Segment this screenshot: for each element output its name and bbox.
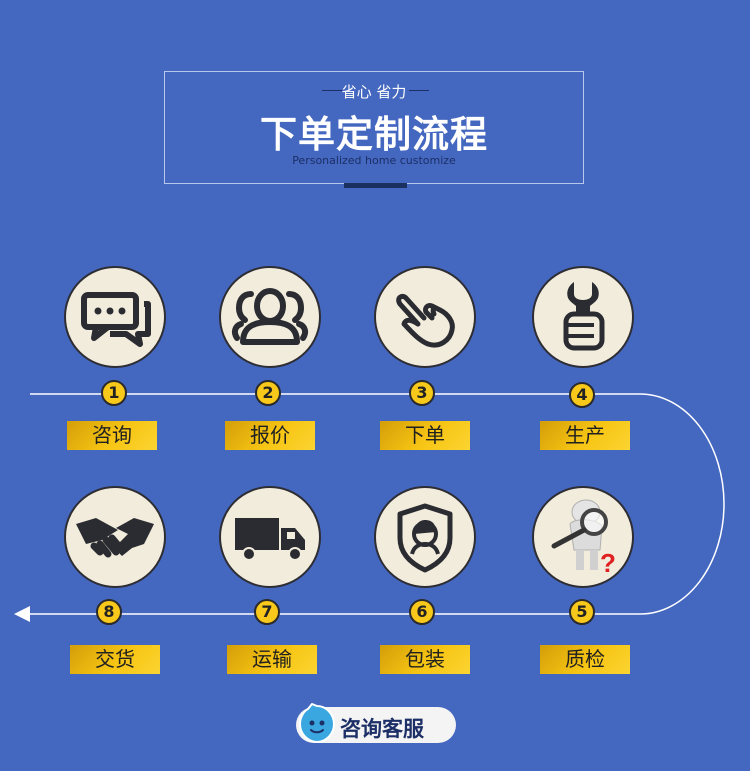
step-number-6: 6 bbox=[409, 599, 435, 625]
step-icon-circle-2[interactable] bbox=[219, 266, 321, 368]
tagline-line-right bbox=[409, 90, 429, 91]
header-accent-bar bbox=[344, 183, 407, 188]
step-icon-circle-3[interactable] bbox=[374, 266, 476, 368]
step-label-8: 交货 bbox=[70, 645, 160, 674]
wrench-fist-icon bbox=[563, 282, 605, 351]
step-number-3: 3 bbox=[409, 380, 435, 406]
header-box: 省心 省力 下单定制流程 Personalized home customize bbox=[164, 71, 584, 184]
step-number-2: 2 bbox=[255, 380, 281, 406]
pointing-hand-icon bbox=[396, 293, 455, 348]
shield-person-icon bbox=[397, 503, 453, 573]
step-number-4: 4 bbox=[569, 382, 595, 408]
step-label-7: 运输 bbox=[227, 645, 317, 674]
truck-icon bbox=[235, 518, 305, 561]
magnifier-inspector-icon: ? bbox=[551, 499, 616, 578]
step-icon-circle-7[interactable] bbox=[219, 486, 321, 588]
step-number-7: 7 bbox=[254, 599, 280, 625]
chat-bubbles-icon bbox=[81, 292, 151, 347]
step-icon-circle-5[interactable]: ? bbox=[532, 486, 634, 588]
step-icon-circle-6[interactable] bbox=[374, 486, 476, 588]
step-label-5: 质检 bbox=[540, 645, 630, 674]
step-icon-circle-4[interactable] bbox=[532, 266, 634, 368]
step-number-1: 1 bbox=[101, 380, 127, 406]
handshake-icon bbox=[76, 518, 154, 558]
step-label-1: 咨询 bbox=[67, 421, 157, 450]
step-label-3: 下单 bbox=[380, 421, 470, 450]
step-icon-circle-8[interactable] bbox=[64, 486, 166, 588]
step-label-6: 包装 bbox=[380, 645, 470, 674]
step-label-4: 生产 bbox=[540, 421, 630, 450]
step-icon-circle-1[interactable] bbox=[64, 266, 166, 368]
step-label-2: 报价 bbox=[225, 421, 315, 450]
step-number-5: 5 bbox=[569, 599, 595, 625]
consult-service-label: 咨询客服 bbox=[340, 717, 424, 741]
header-tagline: 省心 省力 bbox=[341, 83, 407, 101]
chat-drop-icon[interactable] bbox=[296, 703, 338, 745]
page-title: 下单定制流程 bbox=[260, 113, 488, 156]
people-icon bbox=[231, 288, 309, 345]
step-number-8: 8 bbox=[96, 599, 122, 625]
page-subtitle: Personalized home customize bbox=[292, 154, 456, 167]
svg-text:?: ? bbox=[600, 548, 616, 578]
tagline-line-left bbox=[322, 90, 342, 91]
